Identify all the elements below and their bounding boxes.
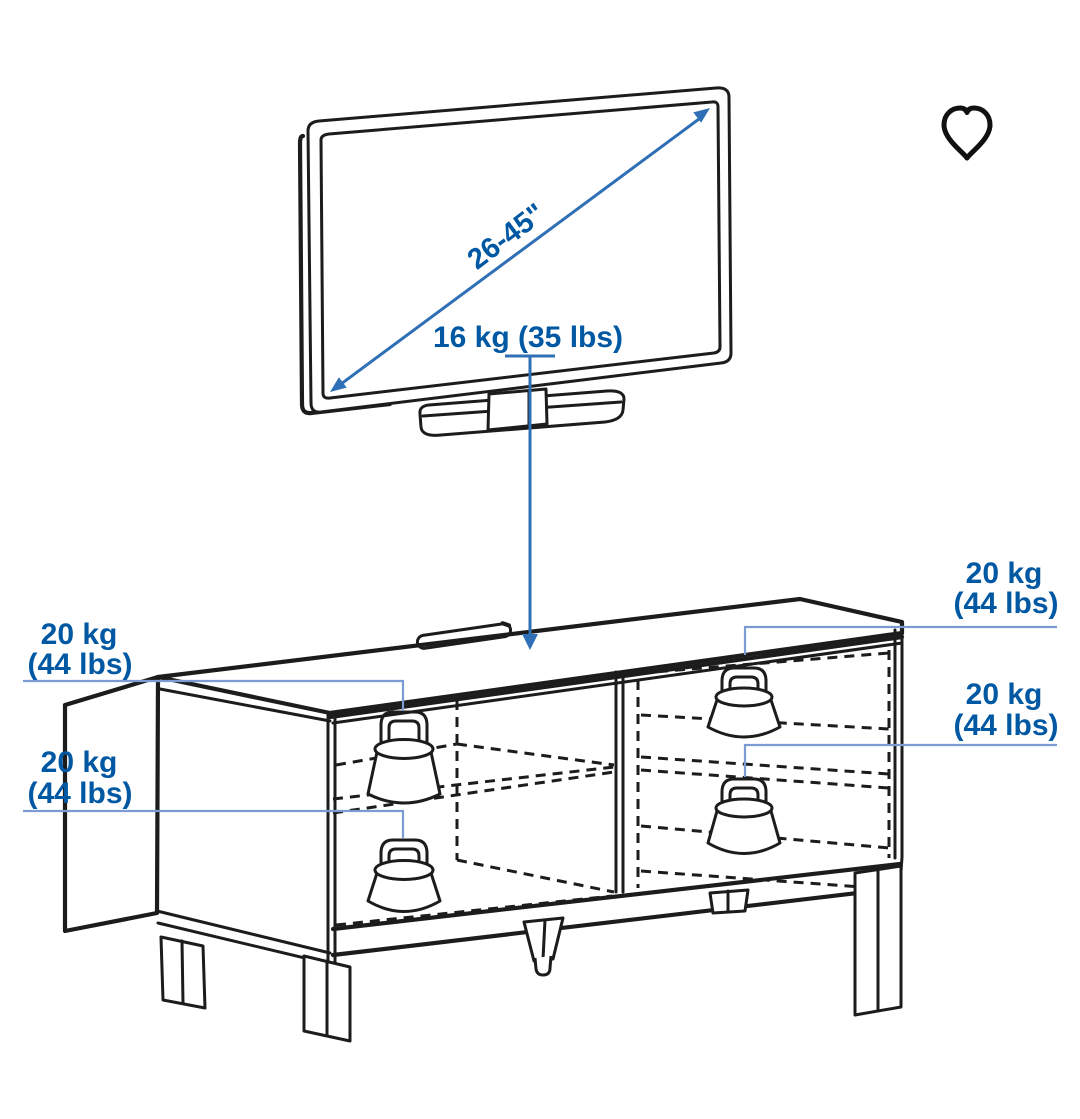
bench-leg-right bbox=[853, 864, 903, 1017]
capacity-labels: 20 kg (44 lbs) 20 kg (44 lbs) 20 kg (44 … bbox=[27, 557, 1058, 810]
svg-text:(44 lbs): (44 lbs) bbox=[27, 648, 132, 681]
tv-bench-drawing bbox=[62, 596, 905, 1043]
svg-text:20 kg: 20 kg bbox=[966, 557, 1043, 590]
leader-left-bottom bbox=[23, 809, 405, 838]
tv-side-thickness-edge bbox=[297, 133, 393, 416]
weight-block-left-bottom bbox=[366, 838, 442, 913]
bench-leg-front-center bbox=[522, 916, 565, 977]
capacity-label-right-bottom: 20 kg (44 lbs) bbox=[953, 678, 1058, 742]
tv-weight-down-arrow bbox=[505, 354, 555, 650]
capacity-label-left-top: 20 kg (44 lbs) bbox=[27, 618, 132, 681]
bench-leg-front-left bbox=[302, 954, 352, 1043]
capacity-label-right-top: 20 kg (44 lbs) bbox=[953, 557, 1058, 620]
bench-legs bbox=[159, 864, 903, 1043]
leader-right-top bbox=[743, 625, 1057, 655]
leader-right-bottom bbox=[743, 743, 1057, 777]
bench-foot-back-center bbox=[708, 888, 750, 915]
capacity-leader-lines bbox=[23, 625, 1057, 838]
svg-text:(44 lbs): (44 lbs) bbox=[27, 777, 132, 810]
capacity-label-left-bottom: 20 kg (44 lbs) bbox=[27, 746, 132, 810]
bench-carcass bbox=[62, 596, 905, 966]
favorite-heart-icon[interactable] bbox=[941, 105, 993, 161]
leader-left-top bbox=[23, 679, 405, 711]
svg-text:(44 lbs): (44 lbs) bbox=[953, 709, 1058, 742]
svg-text:20 kg: 20 kg bbox=[966, 678, 1043, 711]
tv-outer-frame bbox=[306, 86, 733, 414]
tv-drawing bbox=[297, 86, 733, 437]
bench-leg-back-left bbox=[159, 935, 207, 1010]
svg-text:20 kg: 20 kg bbox=[41, 746, 118, 779]
tv-stand-neck bbox=[486, 387, 549, 432]
svg-text:(44 lbs): (44 lbs) bbox=[953, 587, 1058, 620]
svg-text:20 kg: 20 kg bbox=[41, 618, 118, 651]
tv-screen bbox=[319, 100, 722, 400]
weight-block-left-top bbox=[366, 710, 442, 805]
tv-diagonal-arrow bbox=[330, 108, 710, 392]
weight-block-right-bottom bbox=[706, 777, 782, 855]
weight-block-right-top bbox=[706, 666, 782, 739]
cable-outlet-slot bbox=[415, 621, 513, 650]
bench-left-end-panel bbox=[62, 674, 161, 934]
tv-max-weight-label: 16 kg (35 lbs) bbox=[433, 321, 623, 354]
